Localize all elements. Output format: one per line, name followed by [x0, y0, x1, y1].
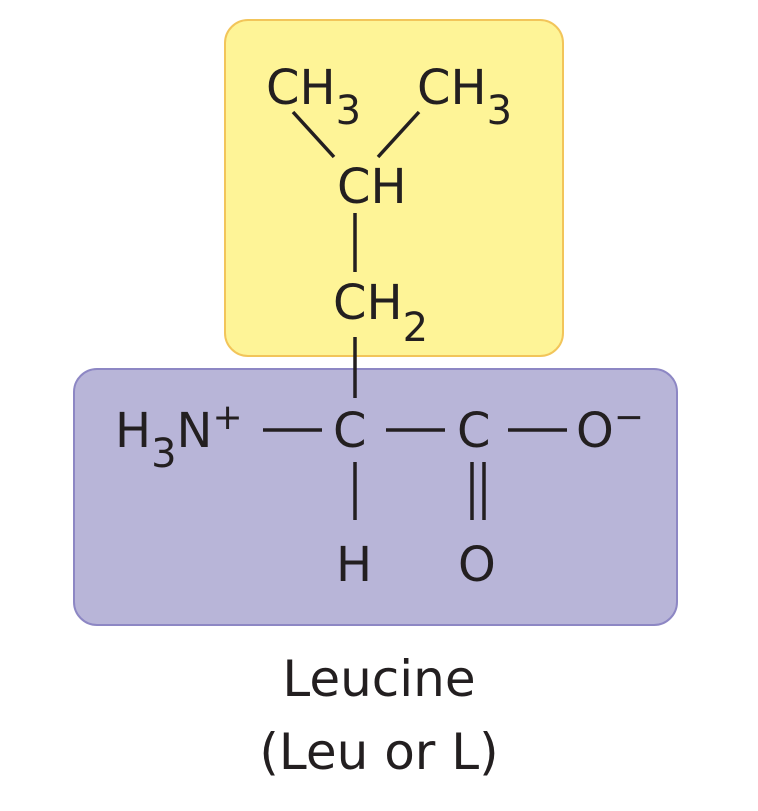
carbonyl-oxygen: O — [458, 537, 496, 593]
alpha-hydrogen: H — [336, 537, 372, 593]
carboxyl-carbon: C — [457, 403, 491, 459]
bond-methyl-left-to-ch — [291, 110, 336, 159]
alpha-carbon: C — [333, 403, 367, 459]
carboxylate-oxygen: O− — [576, 397, 644, 459]
methylene-group: CH2 — [333, 275, 428, 351]
amino-acid-name: Leucine — [282, 650, 476, 708]
bond-methyl-right-to-ch — [376, 110, 421, 159]
amino-group: H3N+ — [115, 397, 243, 477]
amino-acid-abbreviation: (Leu or L) — [259, 723, 499, 781]
methyl-group-right: CH3 — [417, 60, 512, 134]
side-chain-box — [224, 19, 564, 357]
methyl-group-left: CH3 — [266, 60, 361, 134]
backbone-box — [73, 368, 678, 626]
methine-group: CH — [337, 159, 407, 215]
